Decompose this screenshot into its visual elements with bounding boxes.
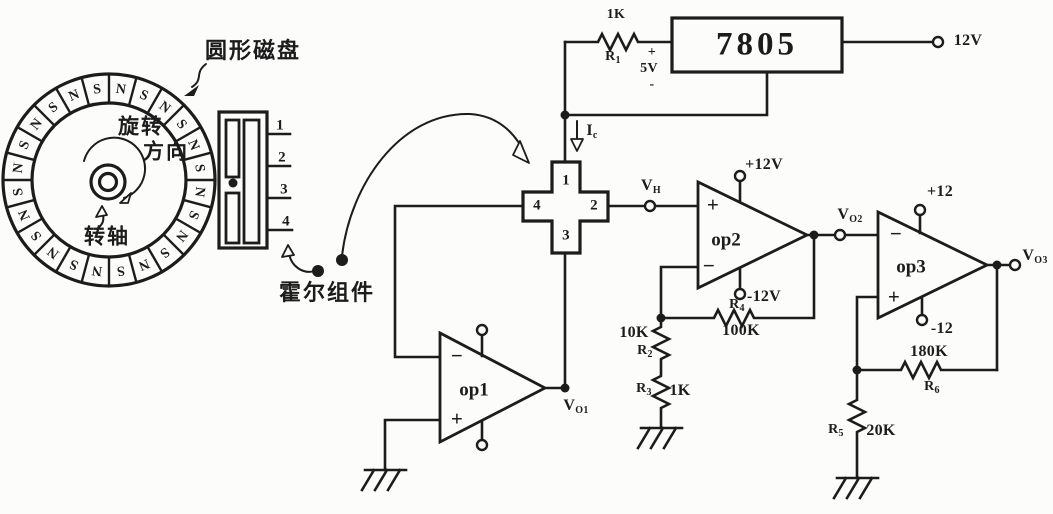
hall-package — [217, 110, 294, 250]
resistor-r5 — [846, 368, 868, 480]
svg-text:N: N — [191, 186, 207, 198]
op3-vplus: +12 — [926, 183, 954, 200]
regulator-label: 7805 — [716, 26, 798, 63]
resistor-r2-r3 — [650, 316, 672, 430]
pkg-pin-3: 3 — [280, 181, 288, 198]
net-vo3: VO3 — [1022, 247, 1048, 266]
r2-name: R2 — [637, 343, 653, 360]
r6-name: R6 — [924, 379, 940, 396]
reg-minus: - — [649, 77, 655, 92]
r5-value: 20K — [866, 422, 896, 439]
current-label-ic: Ic — [586, 122, 598, 141]
op3-minus: − — [889, 221, 903, 246]
svg-text:S: S — [92, 82, 102, 98]
ground-op1 — [360, 468, 408, 492]
vo2-terminal — [833, 228, 847, 242]
op1-plus: + — [450, 406, 464, 431]
wire-pin4-to-op1 — [393, 204, 525, 359]
op2-name: op2 — [711, 229, 741, 251]
callout-to-pin4-arrow — [281, 244, 319, 273]
svg-text:S: S — [116, 262, 126, 278]
resistor-r4 — [659, 233, 816, 329]
opamp-op2 — [606, 169, 880, 450]
hall-package-label: 霍尔组件 — [278, 281, 376, 306]
op3-plus: + — [887, 284, 901, 309]
resistor-r6 — [855, 359, 999, 381]
disk-label: 圆形磁盘 — [204, 39, 302, 64]
callout-to-cross-arrow — [341, 112, 530, 257]
op2-vminus: -12V — [746, 288, 782, 305]
supply-terminal — [931, 35, 945, 49]
cross-pin-1: 1 — [562, 172, 570, 189]
net-vh: VH — [641, 177, 661, 196]
vo3-terminal — [1008, 258, 1022, 272]
resistor-r1 — [563, 31, 674, 53]
ground-r3 — [636, 426, 684, 450]
svg-text:S: S — [11, 187, 27, 197]
shaft-hub — [89, 163, 127, 201]
pkg-pin-2: 2 — [278, 149, 286, 166]
op2-triangle — [696, 179, 811, 291]
ground-r5 — [832, 476, 880, 500]
rotation-label-2: 方向 — [143, 139, 189, 164]
svg-text:S: S — [191, 163, 207, 173]
r4-name: R4 — [729, 297, 745, 314]
op2-vplus: +12V — [745, 156, 783, 173]
supply-label: 12V — [953, 32, 983, 49]
cross-pin-2: 2 — [590, 197, 598, 214]
svg-text:N: N — [91, 262, 103, 278]
op1-name: op1 — [459, 379, 489, 401]
op3-vminus: -12 — [930, 320, 954, 337]
svg-text:N: N — [115, 82, 127, 98]
control-current-arrow — [570, 120, 584, 152]
net-vo2: VO2 — [837, 206, 863, 225]
reg-voltage: 5V — [640, 61, 658, 76]
r1-name: R1 — [605, 49, 621, 66]
vh-terminal — [643, 199, 657, 213]
regulator-7805-box — [670, 16, 844, 74]
r3-name: R3 — [636, 381, 652, 398]
disk-label-arrow — [184, 63, 207, 96]
r5-name: R5 — [828, 422, 844, 439]
op2-minus: − — [702, 253, 716, 278]
rotation-label-1: 旋转 — [118, 114, 164, 139]
cross-pin-3: 3 — [562, 227, 570, 244]
op1-minus: − — [450, 343, 464, 368]
opamp-op1 — [360, 204, 570, 492]
reg-plus: + — [647, 45, 657, 60]
op3-name: op3 — [896, 256, 926, 278]
op3-triangle — [876, 209, 991, 321]
pkg-pin-1: 1 — [276, 117, 284, 134]
shaft-label: 转轴 — [84, 224, 130, 249]
svg-text:N: N — [11, 162, 27, 174]
r3-value: 1K — [669, 382, 691, 399]
pkg-pin-4: 4 — [282, 213, 290, 230]
op1-triangle — [438, 330, 549, 445]
r6-value: 180K — [910, 343, 948, 360]
cross-pin-4: 4 — [533, 197, 541, 214]
hall-callout — [281, 112, 530, 277]
shaft-pointer-arrow — [95, 205, 108, 229]
opamp-op3 — [832, 203, 1022, 500]
net-vo1: VO1 — [563, 397, 589, 416]
r4-value: 100K — [722, 322, 760, 339]
r2-value: 10K — [619, 324, 649, 341]
regulator-section — [560, 16, 945, 164]
callout-dot-right — [336, 254, 348, 266]
rotation-direction-arrow — [83, 136, 146, 204]
op2-plus: + — [706, 192, 720, 217]
hall-cross-symbol — [521, 160, 610, 255]
r1-value: 1K — [606, 7, 626, 22]
